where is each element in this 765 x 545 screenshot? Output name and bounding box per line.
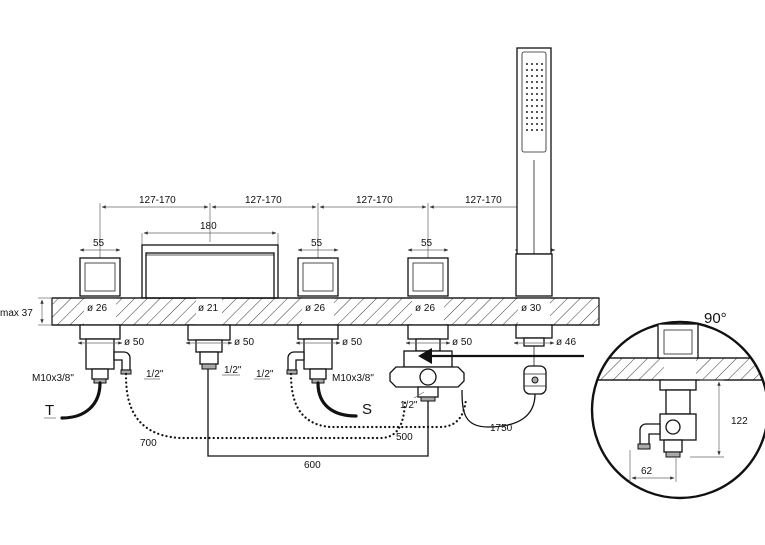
spacing-label-3: 127-170: [356, 195, 393, 206]
bore-labels: ø 26 ø 21 ø 26 ø 26 ø 30: [87, 303, 541, 314]
shower-outlet: [515, 324, 553, 366]
handle-3: [297, 257, 339, 297]
spout: [141, 244, 279, 299]
hand-shower: [515, 47, 553, 297]
deck-thickness-dimension: max 37: [0, 297, 52, 326]
thread-label-spout: 1/2": [224, 365, 242, 376]
valve-body-left: [79, 324, 132, 384]
hose-weight: [523, 365, 547, 395]
flange-label-1: ø 50: [124, 337, 144, 348]
detail-view: 122 62 90°: [590, 310, 765, 500]
flange-labels: ø 50 ø 50 ø 50 ø 50 ø 46: [77, 337, 576, 348]
spacing-label-4: 127-170: [465, 195, 502, 206]
width-label-3: 55: [311, 238, 323, 249]
bore-label-3: ø 26: [305, 303, 325, 314]
hose-label-600: 600: [304, 460, 321, 471]
handle-4: [407, 257, 449, 297]
hose-label-hot: T: [45, 402, 54, 419]
spout-connector: [187, 324, 231, 370]
thread-label-left: M10x3/8": [32, 373, 74, 384]
hoses: [60, 348, 584, 457]
detail-angle-label: 90°: [704, 310, 727, 327]
valve-body-middle: [286, 324, 339, 384]
thread-label-left-half: 1/2": [146, 369, 164, 380]
detail-height-label: 122: [731, 416, 748, 427]
bore-label-2: ø 21: [198, 303, 218, 314]
flange-label-2: ø 50: [234, 337, 254, 348]
spacing-label-1: 127-170: [139, 195, 176, 206]
bore-label-1: ø 26: [87, 303, 107, 314]
hose-label-500: 500: [396, 432, 413, 443]
shower-nozzles: [526, 63, 543, 131]
flange-label-4: ø 50: [452, 337, 472, 348]
hose-label-cold: S: [362, 401, 372, 418]
connection-labels: M10x3/8" 1/2" 1/2" 1/2" M10x3/8" 1/2": [32, 365, 425, 411]
deck-surface: [51, 297, 600, 326]
deck-thickness-label: max 37: [0, 308, 33, 319]
hose-labels: T S 700 500 600 1750: [44, 401, 513, 471]
hose-label-700: 700: [140, 438, 157, 449]
spacing-label-2: 127-170: [245, 195, 282, 206]
thread-label-middle-half: 1/2": [256, 369, 274, 380]
bore-label-5: ø 30: [521, 303, 541, 314]
handle-1: [79, 257, 121, 297]
bore-label-4: ø 26: [415, 303, 435, 314]
width-label-spout: 180: [200, 221, 217, 232]
thread-label-diverter: 1/2": [400, 400, 418, 411]
diverter-body: [389, 324, 465, 402]
detail-width-label: 62: [641, 466, 653, 477]
spacing-dimension: 127-170 127-170 127-170 127-170: [99, 195, 540, 258]
flange-label-5: ø 46: [556, 337, 576, 348]
width-label-4: 55: [421, 238, 433, 249]
width-label-1: 55: [93, 238, 105, 249]
thread-label-middle: M10x3/8": [332, 373, 374, 384]
hose-label-1750: 1750: [490, 423, 513, 434]
flange-label-3: ø 50: [342, 337, 362, 348]
